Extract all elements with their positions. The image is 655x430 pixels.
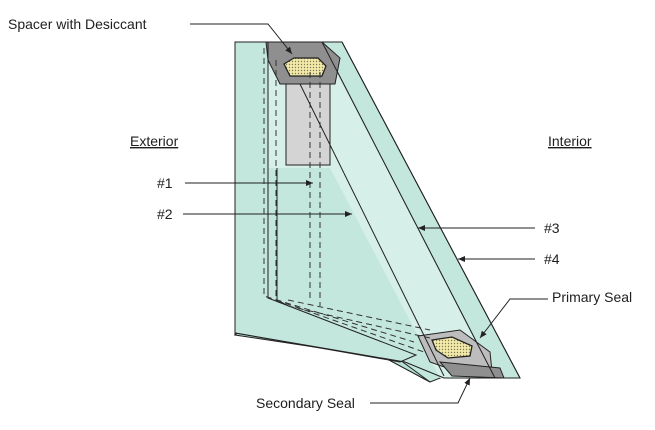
- surface4-label: #4: [544, 251, 560, 267]
- leader-lines: [183, 23, 548, 404]
- exterior-label: Exterior: [130, 133, 179, 149]
- bottom-desiccant: [431, 336, 473, 359]
- primary-seal-leader: [479, 298, 548, 339]
- secondary-seal-leader: [370, 377, 471, 404]
- top-spacer: [265, 41, 341, 85]
- spacer-label: Spacer with Desiccant: [8, 16, 147, 32]
- primary-seal-label: Primary Seal: [552, 289, 632, 305]
- top-desiccant: [283, 57, 327, 77]
- surface1-label: #1: [157, 175, 173, 191]
- surface2-label: #2: [157, 206, 173, 222]
- spacer-leader: [190, 23, 293, 55]
- bottom-spacer: [417, 329, 505, 379]
- edge-lines: [234, 41, 521, 379]
- interior-label: Interior: [548, 133, 592, 149]
- secondary-seal-label: Secondary Seal: [256, 395, 355, 411]
- air-space: [285, 83, 331, 166]
- hidden-lines: [263, 48, 431, 353]
- surface3-label: #3: [544, 220, 560, 236]
